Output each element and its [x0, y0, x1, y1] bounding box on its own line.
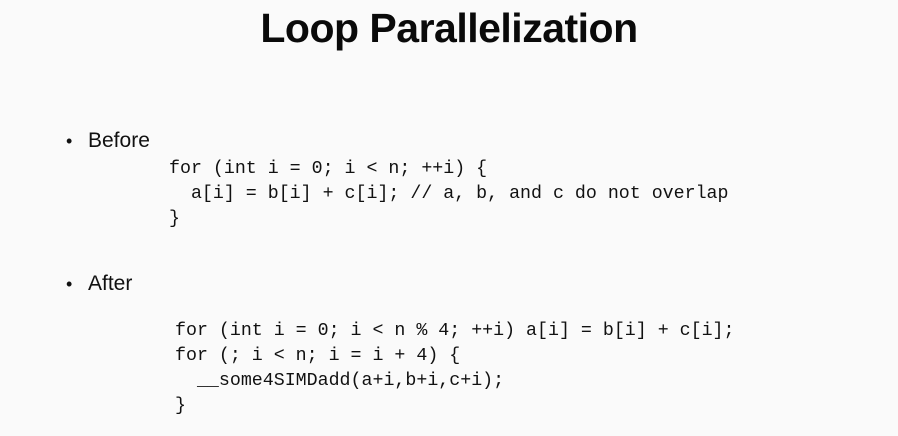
bullet-after: • After — [66, 271, 132, 297]
bullet-dot: • — [66, 274, 73, 294]
code-line: for (int i = 0; i < n; ++i) { — [169, 159, 488, 179]
bullet-dot: • — [66, 131, 73, 151]
code-line: } — [175, 396, 186, 416]
code-line: __some4SIMDadd(a+i,b+i,c+i); — [175, 371, 505, 391]
before-code-block: for (int i = 0; i < n; ++i) { a[i] = b[i… — [169, 157, 729, 232]
code-line: for (; i < n; i = i + 4) { — [175, 346, 461, 366]
code-line: } — [169, 209, 180, 229]
code-line: for (int i = 0; i < n % 4; ++i) a[i] = b… — [175, 321, 735, 341]
bullet-before-label: Before — [88, 129, 150, 152]
bullet-after-label: After — [88, 272, 133, 295]
code-line: a[i] = b[i] + c[i]; // a, b, and c do no… — [169, 184, 729, 204]
bullet-before: • Before — [66, 128, 150, 154]
after-code-block: for (int i = 0; i < n % 4; ++i) a[i] = b… — [175, 319, 735, 419]
slide-title: Loop Parallelization — [260, 5, 638, 51]
